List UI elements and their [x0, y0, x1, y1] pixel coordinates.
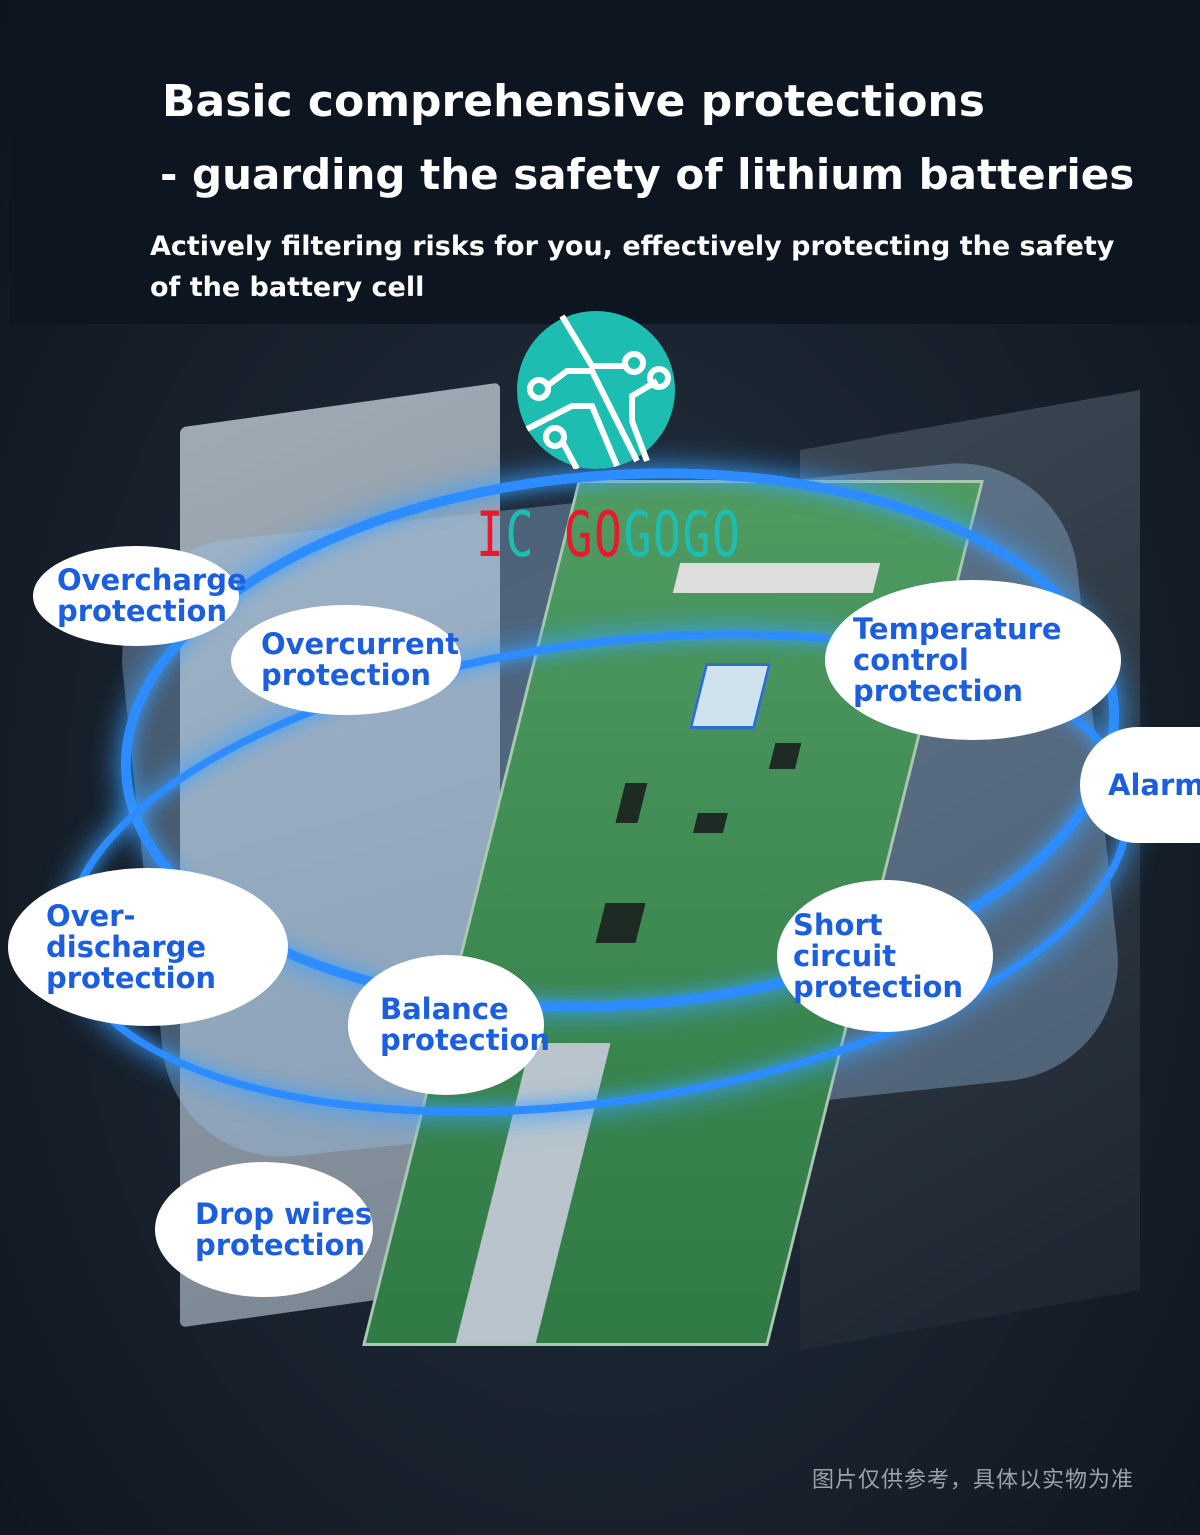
circuit-icon	[517, 311, 675, 471]
feature-line: protection	[261, 658, 432, 692]
feature-line: Overcharge	[57, 563, 247, 597]
subtitle: Actively filtering risks for you, effect…	[150, 231, 1115, 303]
feature-line: Drop wires	[195, 1196, 373, 1231]
feature-line: control protection	[853, 642, 1024, 708]
feature-alarm: Alarm	[1080, 727, 1200, 843]
feature-line: Temperature	[853, 611, 1062, 646]
brand-logo: IC GOGOGO	[476, 498, 742, 571]
feature-line: protection	[46, 960, 217, 995]
feature-line: protection	[195, 1227, 366, 1262]
feature-line: Short circuit	[793, 907, 897, 973]
feature-line: Overcurrent	[261, 627, 460, 661]
header-band	[10, 0, 1200, 324]
feature-line: Over-discharge	[46, 898, 207, 964]
feature-line: protection	[380, 1023, 551, 1057]
feature-line: protection	[793, 969, 964, 1004]
title-line1: Basic comprehensive protections	[162, 76, 985, 127]
title-line2: - guarding the safety of lithium batteri…	[160, 150, 1135, 199]
disclaimer-note: 图片仅供参考，具体以实物为准	[812, 1468, 1135, 1493]
feature-line: Alarm	[1108, 767, 1200, 802]
feature-line: protection	[57, 594, 228, 628]
feature-line: Balance	[380, 992, 509, 1026]
